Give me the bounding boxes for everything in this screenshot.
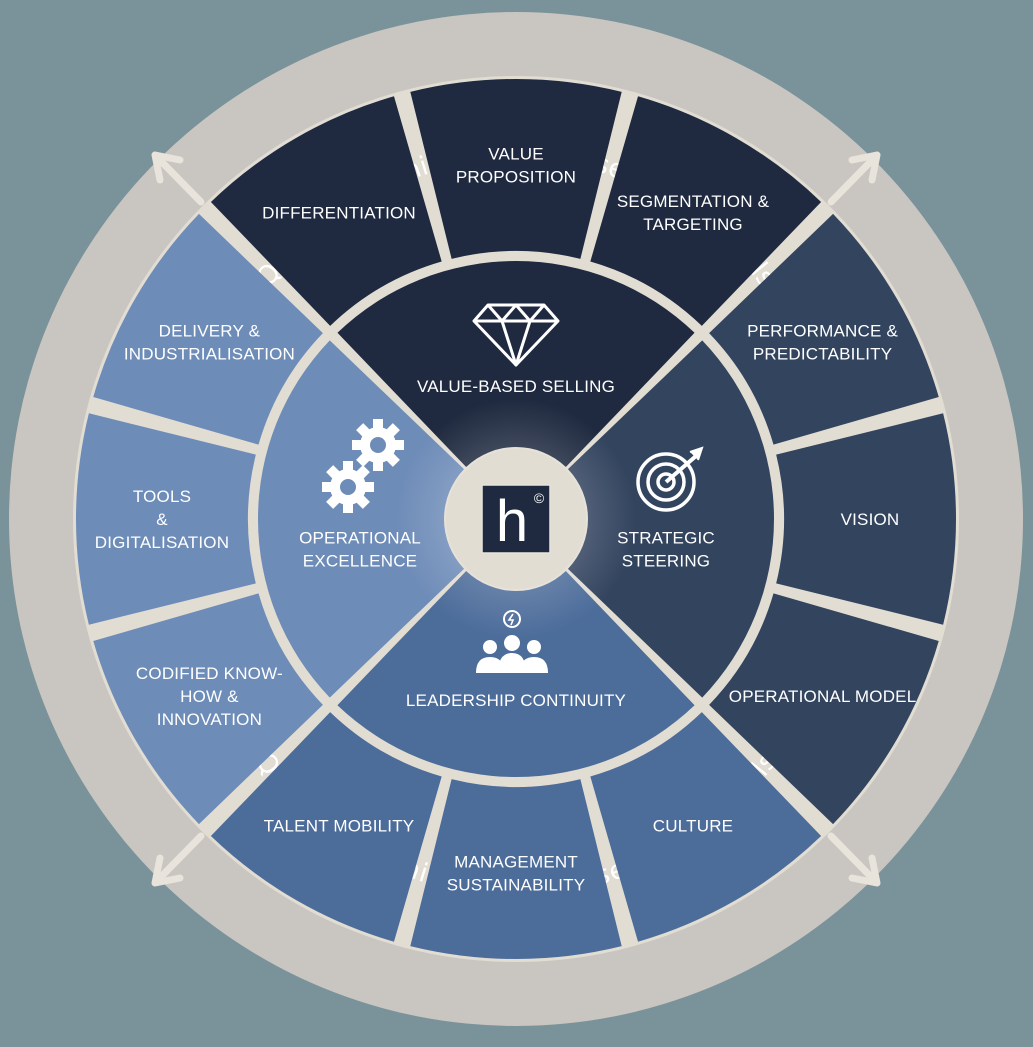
center-logo-mark: ©	[534, 490, 545, 506]
target-icon	[636, 446, 704, 512]
segment-segmentation-targeting[interactable]	[590, 96, 822, 326]
quadrant-label-leadership-continuity: LEADERSHIP CONTINUITY	[406, 691, 626, 710]
segment-label-performance-predictability: PERFORMANCE &PREDICTABILITY	[747, 322, 898, 364]
segment-culture[interactable]	[590, 712, 822, 942]
quadrant-operational-excellence[interactable]	[258, 340, 465, 698]
quadrant-strategic-steering[interactable]	[567, 340, 774, 698]
gears-icon	[322, 419, 404, 513]
segment-label-tools-digitalisation: TOOLS&DIGITALISATION	[95, 487, 229, 552]
center-logo-letter: h	[496, 489, 528, 554]
arrow-bottom-right	[827, 832, 881, 887]
segment-label-vision: VISION	[841, 510, 900, 529]
segment-delivery-industrialisation[interactable]	[93, 213, 323, 445]
segment-label-operational-model: OPERATIONAL MODEL	[729, 687, 917, 706]
arrow-top-left	[151, 151, 205, 206]
segment-label-talent-mobility: TALENT MOBILITY	[264, 817, 415, 836]
quadrant-leadership-continuity[interactable]	[337, 570, 695, 777]
segment-label-differentiation: DIFFERENTIATION	[262, 203, 416, 222]
team-lightbulb-icon	[476, 610, 548, 673]
center-logo-tile	[481, 484, 551, 554]
segment-operational-model[interactable]	[709, 593, 939, 825]
segment-label-culture: CULTURE	[653, 817, 733, 836]
segment-management-sustainability[interactable]	[410, 779, 622, 959]
diamond-icon	[472, 303, 560, 367]
segment-label-segmentation-targeting: SEGMENTATION &TARGETING	[617, 192, 770, 234]
segment-codified-know-how[interactable]	[93, 593, 323, 825]
segment-value-proposition[interactable]	[410, 79, 622, 259]
segment-label-delivery-industrialisation: DELIVERY &INDUSTRIALISATION	[124, 322, 295, 364]
segment-performance-predictability[interactable]	[709, 213, 939, 445]
segment-tools-digitalisation[interactable]	[75, 413, 256, 625]
ring-arrows	[151, 151, 881, 887]
segment-label-codified-know-how: CODIFIED KNOW-HOW &INNOVATION	[136, 664, 283, 729]
segment-vision[interactable]	[776, 413, 956, 625]
arrow-top-right	[827, 151, 881, 206]
segment-differentiation[interactable]	[210, 96, 442, 326]
segment-talent-mobility[interactable]	[210, 712, 442, 942]
quadrant-label-value-based-selling: VALUE-BASED SELLING	[417, 377, 615, 396]
arrow-bottom-left	[151, 832, 205, 887]
